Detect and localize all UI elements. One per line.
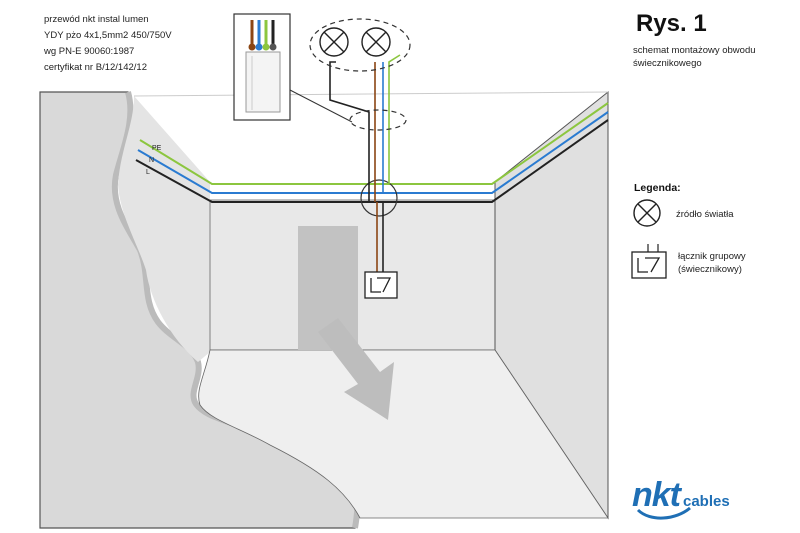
lamp-2 [361, 27, 391, 57]
spec-line: YDY pżo 4x1,5mm2 450/750V [44, 30, 172, 41]
ceiling-edge [133, 91, 609, 97]
logo-brand: nkt [632, 476, 681, 514]
ceiling-fixture-outline [309, 18, 411, 72]
n-wire [137, 111, 609, 194]
pe-wire [139, 102, 609, 185]
legend-switch-icon [631, 244, 667, 279]
spec-line: wg PN-E 90060:1987 [44, 46, 135, 57]
lamp-1 [319, 27, 349, 57]
drop-to-switch [376, 202, 384, 272]
logo-swoosh-icon [636, 506, 691, 520]
logo-suffix: cables [683, 493, 730, 510]
l-wire [135, 119, 609, 203]
room [39, 90, 609, 529]
spec-line: certyfikat nr B/12/142/12 [44, 62, 147, 73]
figure-subtitle: schemat montażowy obwodu świecznikowego [633, 45, 756, 69]
legend-lamp-icon [633, 199, 661, 227]
legend-switch-label-line1: łącznik grupowy [678, 251, 746, 262]
wire-label-n: N [149, 157, 154, 164]
cable-cross-section [233, 13, 291, 121]
cable-spec-block: przewód nkt instal lumen YDY pżo 4x1,5mm… [44, 12, 172, 76]
zoom-pointer [289, 89, 353, 123]
legend-switch-label: łącznik grupowy (świecznikowy) [678, 250, 746, 276]
cable-run [135, 102, 609, 203]
floor [198, 349, 609, 519]
riser-to-lamps [329, 54, 401, 202]
group-switch [364, 271, 398, 299]
legend-switch-label-line2: (świecznikowy) [678, 264, 742, 275]
legend-lamp-label: źródło światła [676, 209, 734, 220]
wire-label-l: L [146, 169, 150, 176]
legend-title: Legenda: [634, 182, 681, 194]
exit-arrow [318, 318, 394, 420]
wire-label-pe: PE [152, 145, 162, 152]
spec-line: przewód nkt instal lumen [44, 14, 149, 25]
junction-box [360, 179, 398, 217]
cable-zoom-marker [349, 109, 407, 131]
figure-title: Rys. 1 [636, 10, 707, 37]
